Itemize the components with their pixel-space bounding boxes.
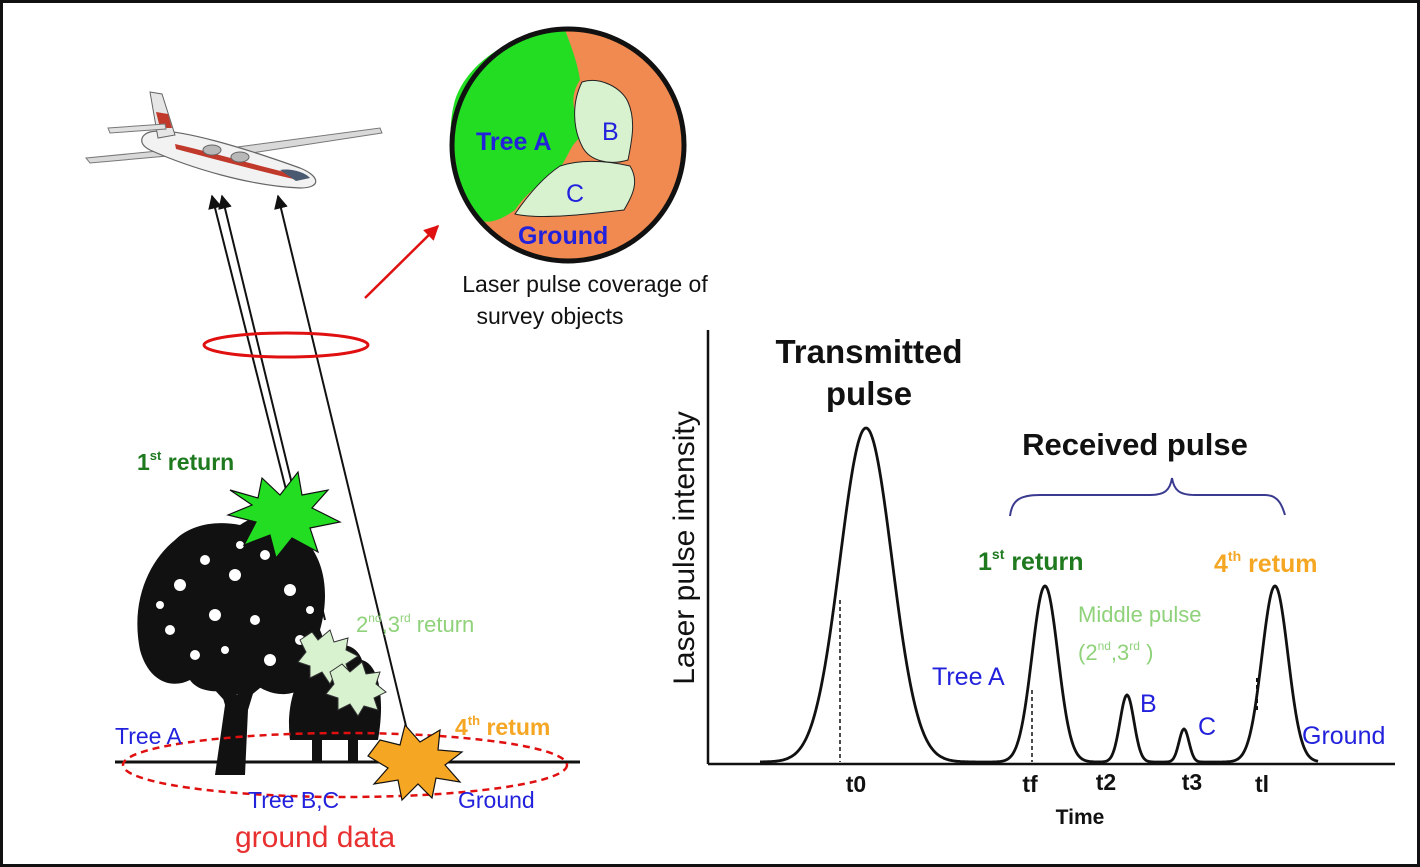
left-ground-label: Ground [458,787,535,813]
tick-tf: tf [1022,771,1038,797]
first-return-burst-icon [226,470,342,560]
left-mid-return-label: 2nd,3rd return [356,611,474,637]
coverage-b-label: B [602,118,619,146]
tick-t3: t3 [1182,769,1202,795]
coverage-caption-line2: survey objects [476,303,623,329]
tick-t0: t0 [846,771,866,797]
wave-ground-label: Ground [1302,722,1385,750]
middle-pulse-label-line2: (2nd,3rd ) [1078,639,1153,665]
coverage-pointer-arrow [364,224,440,299]
ground-data-label: ground data [235,821,395,854]
transmitted-label-line1: Transmitted [775,333,962,370]
middle-pulse-label-line1: Middle pulse [1078,602,1202,627]
left-tree-a-label: Tree A [115,723,183,749]
left-tree-bc-label: Tree B,C [248,787,339,813]
wave-fourth-return-label: 4th retum [1214,548,1318,578]
x-axis-label: Time [1056,806,1105,829]
mid-return-burst-icon [325,661,387,717]
received-pulse-brace [1009,477,1286,517]
ground-footprint-ellipse [121,731,569,799]
tick-tl: tl [1255,771,1269,797]
waveform-plot: Laser pulse intensity Time Transmitted p… [668,330,1395,829]
coverage-c-label: C [566,180,584,208]
wave-first-return-label: 1st return [978,546,1084,576]
received-label: Received pulse [1022,427,1248,462]
waveform-curve [760,426,1319,764]
wave-b-label: B [1140,690,1157,718]
wave-c-label: C [1198,713,1216,741]
fourth-return-burst-icon [367,723,464,802]
y-axis-label: Laser pulse intensity [668,411,701,685]
airplane-icon [85,91,383,189]
left-fourth-return-label: 4th retum [455,713,550,740]
coverage-tree-a-label: Tree A [476,128,552,156]
transmitted-label-line2: pulse [826,375,912,412]
tick-t2: t2 [1096,769,1116,795]
left-first-return-label: 1st return [137,448,234,475]
coverage-ground-label: Ground [518,222,608,250]
tree-icon [137,516,382,775]
coverage-caption-line1: Laser pulse coverage of [462,271,708,297]
coverage-circle: Tree A B C Ground [449,26,687,264]
wave-tree-a-label: Tree A [932,663,1005,691]
beam-footprint-ellipse [202,331,370,359]
